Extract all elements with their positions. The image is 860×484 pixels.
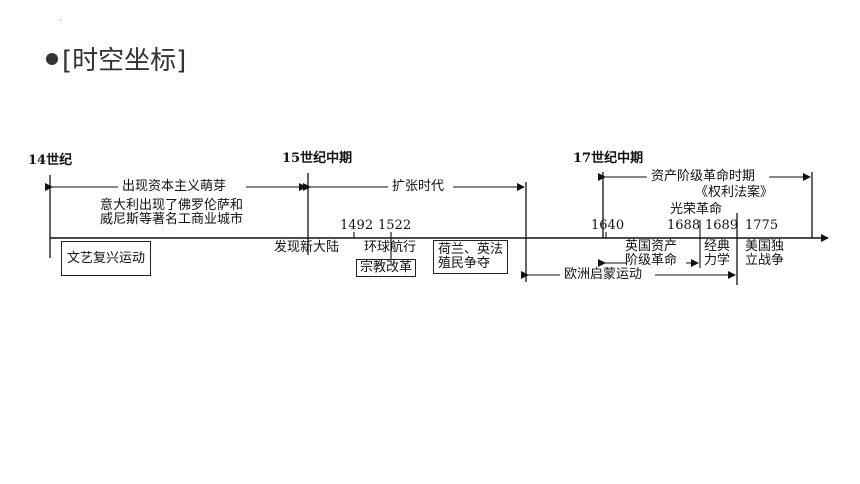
year-1640: 1640	[591, 218, 625, 233]
period-mid15: 15世纪中期	[282, 151, 353, 166]
section-heading: [时空坐标]	[46, 40, 186, 77]
span-label-sprout: 出现资本主义萌芽	[122, 179, 227, 194]
year-1492: 1492	[340, 218, 374, 233]
period-mid17: 17世纪中期	[573, 151, 644, 166]
event-classical-mechanics: 经典 力学	[704, 239, 731, 268]
heading-text: [时空坐标]	[62, 46, 187, 76]
decorative-dot	[60, 20, 61, 21]
event-new-continent: 发现新大陆	[274, 240, 340, 255]
event-glorious-revolution: 光荣革命	[670, 202, 723, 217]
event-renaissance: 文艺复兴运动	[61, 241, 152, 276]
bullet-icon	[46, 52, 58, 65]
span-label-revolution-period: 资产阶级革命时期	[651, 169, 756, 184]
year-1688: 1688	[667, 218, 701, 233]
event-us-independence: 美国独 立战争	[745, 239, 785, 268]
event-reformation: 宗教改革	[356, 259, 417, 277]
year-1775: 1775	[745, 218, 779, 233]
year-1689: 1689	[705, 218, 739, 233]
period-14c: 14世纪	[28, 153, 73, 168]
year-1522: 1522	[378, 218, 412, 233]
event-english-revolution: 英国资产 阶级革命	[625, 239, 678, 268]
span-label-bill-of-rights: 《权利法案》	[695, 185, 774, 200]
span-label-enlightenment: 欧洲启蒙运动	[564, 267, 643, 282]
event-circumnavigation: 环球航行	[364, 240, 417, 255]
event-colonial-rivalry: 荷兰、英法 殖民争夺	[433, 240, 509, 274]
span-label-expansion: 扩张时代	[392, 179, 445, 194]
note-italian-cities: 意大利出现了佛罗伦萨和 威尼斯等著名工商业城市	[100, 198, 244, 227]
